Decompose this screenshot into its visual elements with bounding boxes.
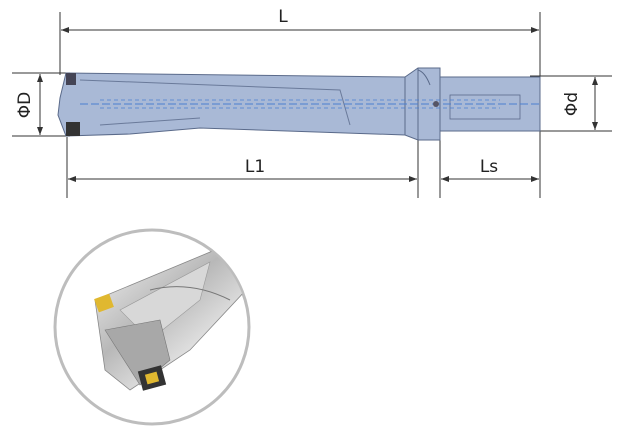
drill-tip-photo [53,228,251,426]
drill-body [57,67,541,141]
label-L1: L1 [245,157,265,177]
insert [66,122,80,136]
insert [66,73,76,85]
insert [94,293,114,313]
label-Ls: Ls [480,157,498,177]
dimension-lines [37,27,598,182]
label-d: Φd [562,92,582,116]
extension-lines [12,12,612,198]
label-L: L [278,7,288,27]
label-D: ΦD [15,92,35,118]
